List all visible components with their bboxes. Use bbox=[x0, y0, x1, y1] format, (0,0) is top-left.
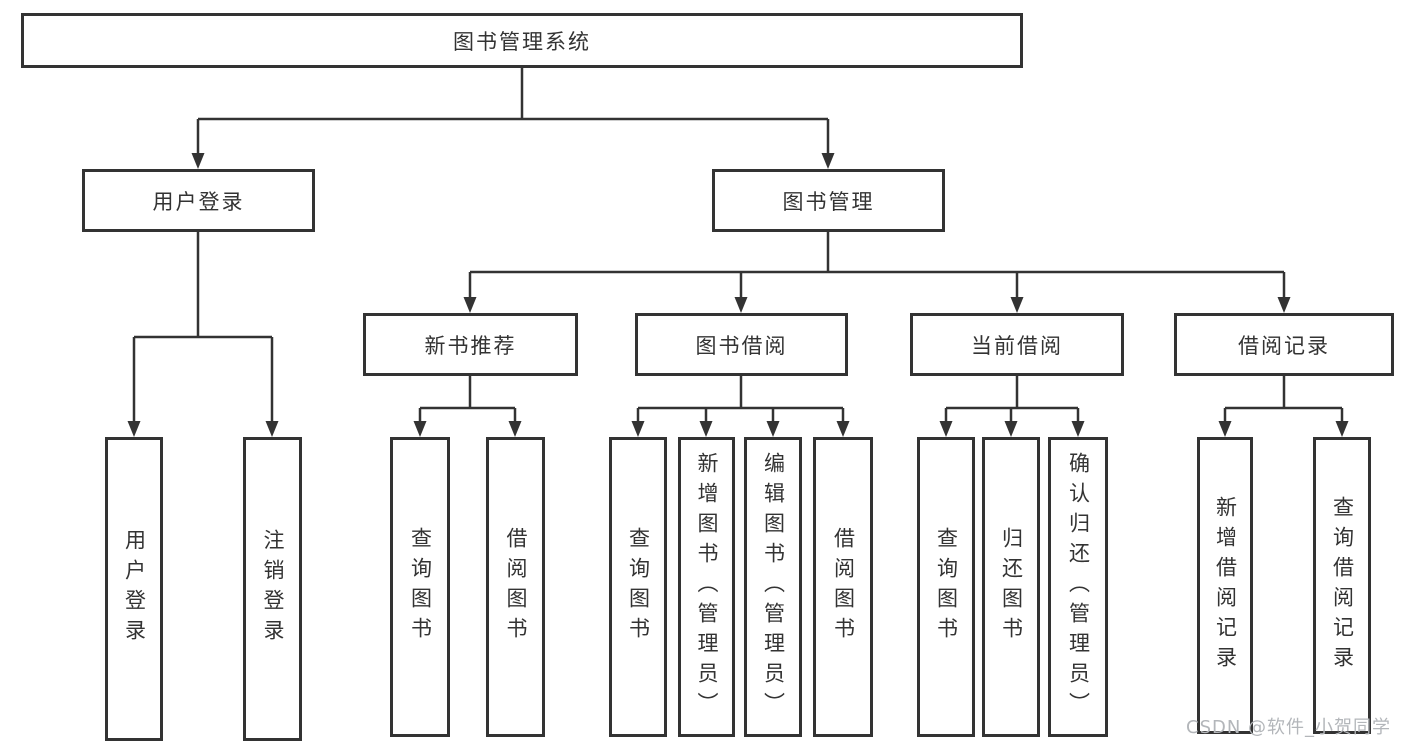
leaf-br-add-borrow-record-label: 新增借阅记录 bbox=[1213, 495, 1238, 676]
leaf-bb-add-books-admin-label: 新增图书（管理员） bbox=[695, 452, 719, 722]
leaf-cb-confirm-return-admin-label: 确认归还（管理员） bbox=[1066, 452, 1091, 722]
leaf-cb-query-books: 查询图书 bbox=[917, 437, 975, 737]
leaf-nbr-borrow-books: 借阅图书 bbox=[486, 437, 545, 737]
node-book-borrowing: 图书借阅 bbox=[635, 313, 848, 376]
node-current-borrowing: 当前借阅 bbox=[910, 313, 1124, 376]
node-borrowing-records: 借阅记录 bbox=[1174, 313, 1394, 376]
node-new-book-recommend-label: 新书推荐 bbox=[424, 333, 517, 358]
leaf-bb-edit-books-admin-label: 编辑图书（管理员） bbox=[761, 452, 786, 722]
leaf-bb-borrow-books-label: 借阅图书 bbox=[831, 527, 856, 647]
node-user-login: 用户登录 bbox=[82, 169, 315, 232]
leaf-cb-return-books-label: 归还图书 bbox=[999, 527, 1024, 647]
leaf-user-login-label: 用户登录 bbox=[122, 529, 147, 649]
leaf-nbr-query-books-label: 查询图书 bbox=[408, 527, 433, 647]
leaf-br-add-borrow-record: 新增借阅记录 bbox=[1197, 437, 1253, 734]
leaf-logout-label: 注销登录 bbox=[261, 529, 285, 649]
leaf-bb-edit-books-admin: 编辑图书（管理员） bbox=[744, 437, 802, 737]
leaf-bb-query-books: 查询图书 bbox=[609, 437, 667, 737]
leaf-nbr-query-books: 查询图书 bbox=[390, 437, 450, 737]
node-user-login-label: 用户登录 bbox=[152, 189, 245, 214]
node-root: 图书管理系统 bbox=[21, 13, 1023, 68]
leaf-br-query-borrow-record-label: 查询借阅记录 bbox=[1330, 495, 1355, 676]
leaf-nbr-borrow-books-label: 借阅图书 bbox=[504, 527, 528, 647]
leaf-cb-query-books-label: 查询图书 bbox=[934, 527, 959, 647]
leaf-br-query-borrow-record: 查询借阅记录 bbox=[1313, 437, 1371, 734]
leaf-logout: 注销登录 bbox=[243, 437, 302, 741]
node-book-management-label: 图书管理 bbox=[782, 189, 875, 214]
node-book-borrowing-label: 图书借阅 bbox=[695, 333, 788, 358]
node-borrowing-records-label: 借阅记录 bbox=[1238, 333, 1330, 358]
node-current-borrowing-label: 当前借阅 bbox=[971, 333, 1063, 358]
leaf-cb-confirm-return-admin: 确认归还（管理员） bbox=[1048, 437, 1108, 737]
leaf-bb-borrow-books: 借阅图书 bbox=[813, 437, 873, 737]
node-root-label: 图书管理系统 bbox=[453, 29, 591, 54]
leaf-bb-query-books-label: 查询图书 bbox=[626, 527, 651, 647]
node-book-management: 图书管理 bbox=[712, 169, 945, 232]
csdn-watermark: CSDN @软件_小贺同学 bbox=[1186, 717, 1392, 738]
leaf-cb-return-books: 归还图书 bbox=[982, 437, 1040, 737]
leaf-user-login: 用户登录 bbox=[105, 437, 163, 741]
leaf-bb-add-books-admin: 新增图书（管理员） bbox=[678, 437, 735, 737]
node-new-book-recommend: 新书推荐 bbox=[363, 313, 578, 376]
